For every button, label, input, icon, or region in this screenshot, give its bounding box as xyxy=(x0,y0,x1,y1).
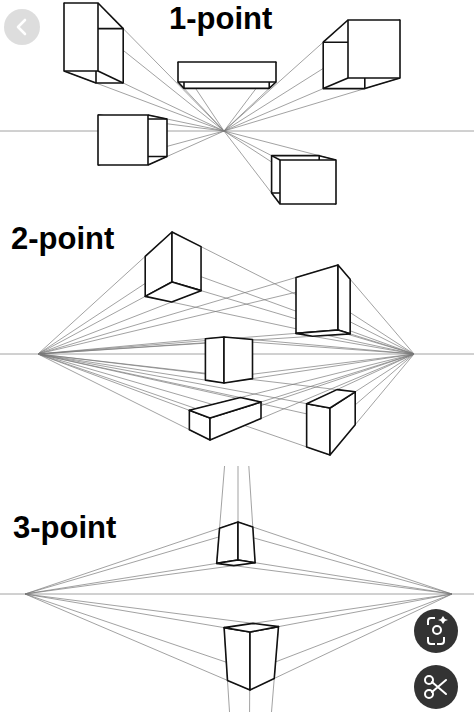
box-edge xyxy=(148,157,167,166)
box-edge xyxy=(178,82,184,88)
guide-line xyxy=(224,131,336,204)
perspective-box xyxy=(307,390,356,455)
guide-line xyxy=(25,594,278,627)
box-face xyxy=(205,337,224,383)
guide-line xyxy=(38,354,224,383)
lens-button xyxy=(414,609,458,653)
box-edge xyxy=(323,78,348,89)
box-face xyxy=(250,627,278,690)
section-title: 2-point xyxy=(8,222,117,256)
box-face xyxy=(224,628,250,690)
box-face xyxy=(307,404,330,455)
box-face xyxy=(296,265,338,333)
scissors-button xyxy=(414,665,458,709)
sparkle-icon xyxy=(438,616,448,624)
box-face xyxy=(307,390,356,408)
horizon-line xyxy=(0,131,474,132)
perspective-box xyxy=(145,232,201,302)
one-point-box xyxy=(98,115,167,165)
guide-line xyxy=(38,354,330,455)
guide-line xyxy=(330,354,414,455)
section-title: 3-point xyxy=(10,511,119,545)
guide-line xyxy=(145,296,414,354)
guide-line xyxy=(38,337,224,354)
box-face xyxy=(338,265,350,334)
guide-line xyxy=(38,354,210,418)
ui-icons xyxy=(4,9,458,709)
boxes xyxy=(64,3,400,690)
guide-line xyxy=(238,560,452,594)
guide-line xyxy=(25,560,238,594)
guide-line xyxy=(338,265,414,354)
box-face xyxy=(238,522,255,563)
box-face xyxy=(348,20,400,78)
box-edge xyxy=(365,78,400,89)
box-face xyxy=(64,3,98,71)
box-face xyxy=(96,29,123,83)
guide-line xyxy=(38,354,210,440)
box-face xyxy=(178,62,276,82)
box-edge xyxy=(269,82,276,88)
guide-line xyxy=(38,330,338,354)
horizon-line xyxy=(0,594,474,595)
perspective-box xyxy=(224,623,278,690)
perspective-box xyxy=(189,398,261,440)
guide-line xyxy=(38,354,330,408)
guide-line xyxy=(178,82,224,131)
box-edge xyxy=(64,71,96,83)
horizon-lines xyxy=(0,131,474,594)
guide-line xyxy=(238,522,452,594)
scissors-icon xyxy=(432,680,446,694)
box-face xyxy=(145,282,201,302)
perspective-box xyxy=(217,522,255,566)
perspective-box xyxy=(296,265,350,336)
box-face xyxy=(296,330,350,336)
box-edge xyxy=(272,156,280,160)
box-edge xyxy=(272,193,280,204)
box-edge xyxy=(323,20,348,42)
box-face xyxy=(280,160,336,204)
box-edge xyxy=(98,71,123,83)
box-face xyxy=(217,560,255,566)
guide-line xyxy=(38,354,355,392)
one-point-box xyxy=(64,3,123,83)
back-chevron xyxy=(18,20,25,34)
box-edge xyxy=(148,115,167,119)
perspective-box xyxy=(205,337,252,383)
lens-icon xyxy=(433,626,441,634)
one-point-box xyxy=(272,156,336,204)
box-face xyxy=(98,115,148,165)
box-face xyxy=(217,522,238,563)
one-point-box xyxy=(178,62,276,88)
box-face xyxy=(172,232,201,291)
back-button xyxy=(4,9,40,45)
box-edge xyxy=(98,3,123,29)
guide-line xyxy=(224,131,280,160)
lens-icon xyxy=(428,618,444,644)
guide-line xyxy=(25,563,255,594)
guide-line xyxy=(25,594,250,632)
box-face xyxy=(224,337,253,383)
one-point-box xyxy=(323,20,400,89)
section-title: 1-point xyxy=(166,2,275,36)
box-face xyxy=(224,623,278,632)
guide-line xyxy=(217,563,452,594)
box-face xyxy=(189,398,261,418)
guide-lines xyxy=(25,466,452,712)
